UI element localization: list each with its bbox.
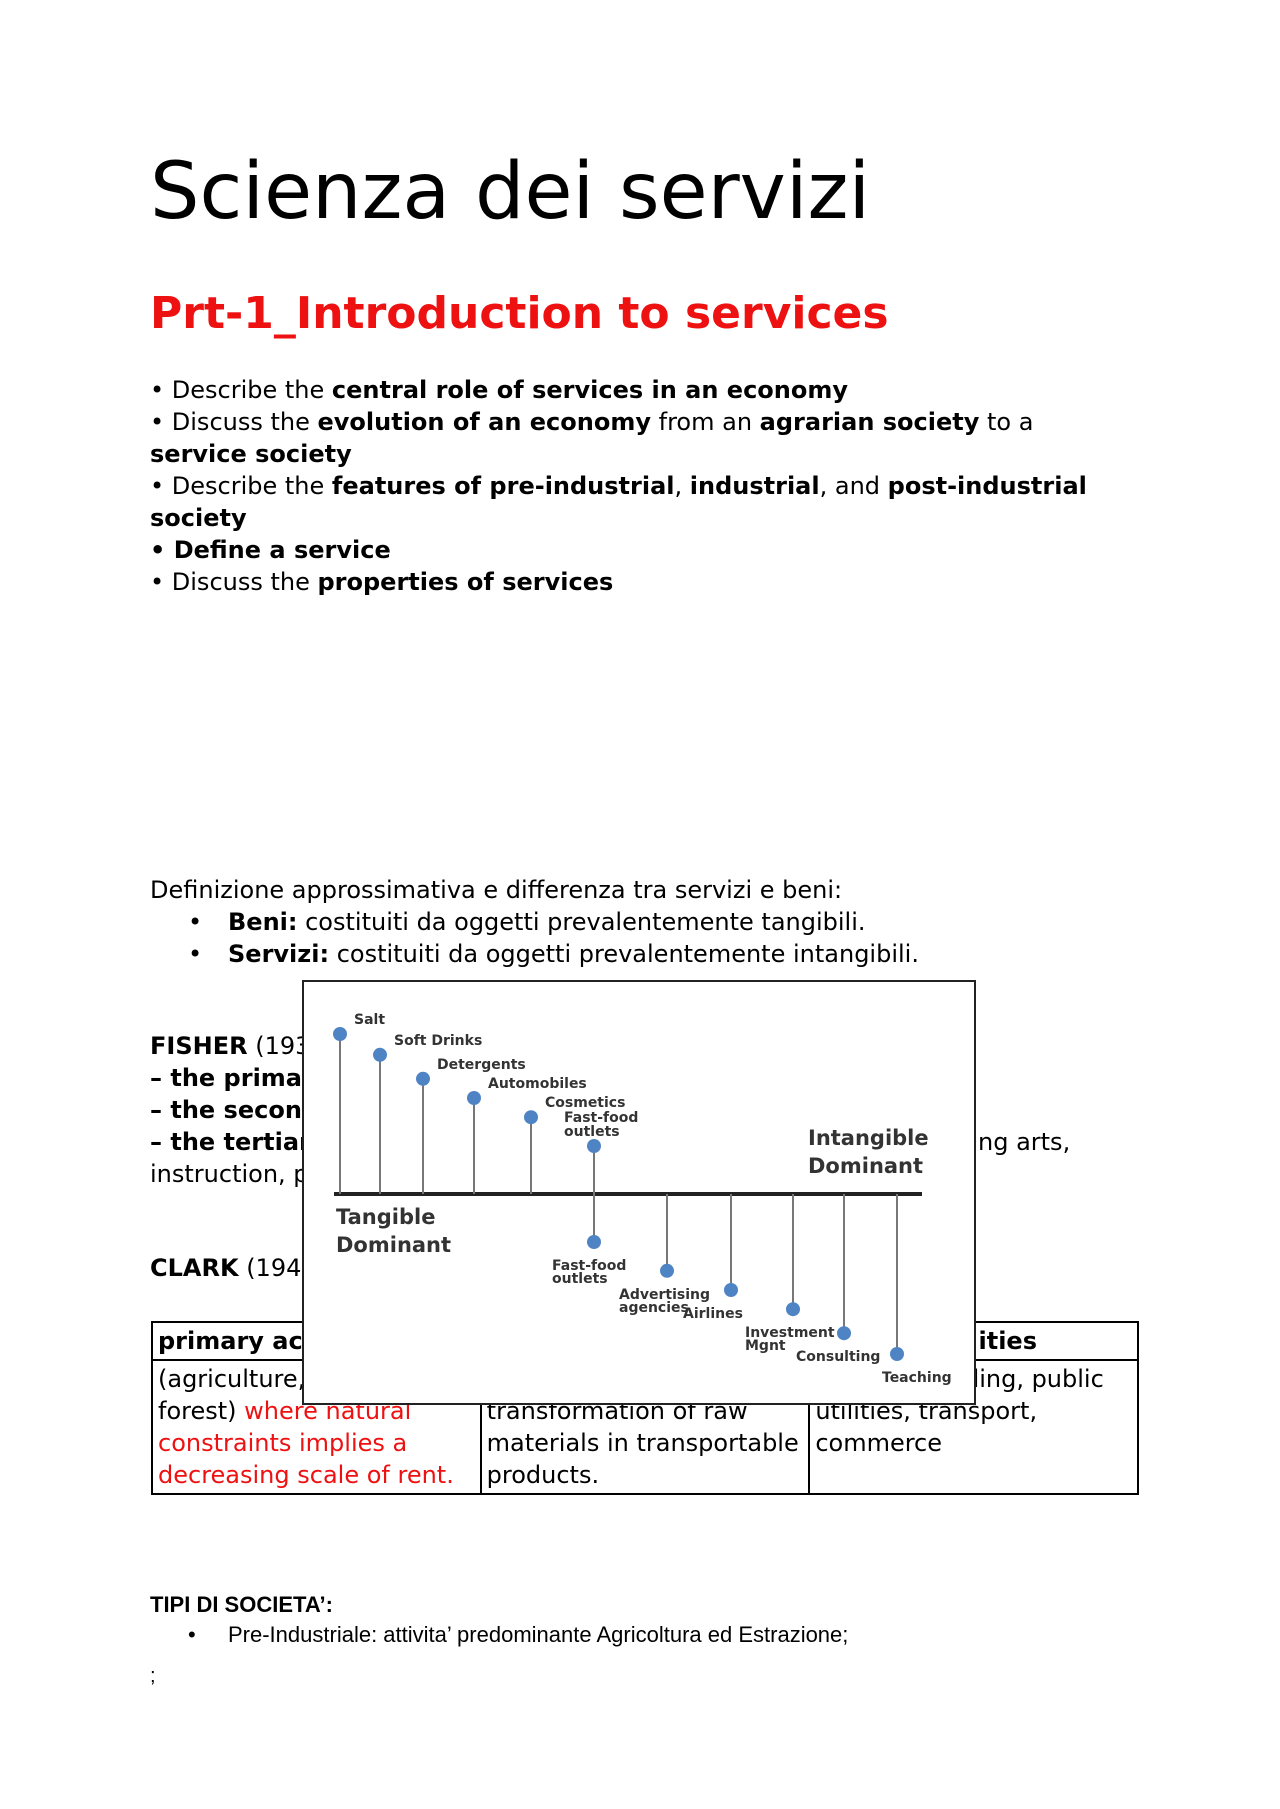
page-title: Scienza dei servizi [150,147,871,237]
intangible-item-label: Investment [745,1325,835,1341]
intangible-item-label: Consulting [796,1349,880,1365]
tangible-item-label: Salt [354,1012,385,1028]
learning-goals: • Describe the central role of services … [150,374,1090,598]
tangible-dot [333,1027,347,1041]
goods-services-continuum-figure: Tangible Dominant Intangible Dominant Sa… [302,980,976,1405]
tangible-label-line1: Tangible [336,1205,435,1229]
intangible-item-label: Teaching [882,1370,952,1386]
goal-line: • Define a service [150,536,391,564]
intangible-item-label: Mgnt [745,1338,786,1354]
goal-line: • Discuss the properties of services [150,568,614,596]
intangible-item-label: Airlines [683,1306,743,1322]
continuum-chart: Tangible Dominant Intangible Dominant Sa… [333,1012,952,1386]
tangible-item-label: Cosmetics [545,1095,625,1111]
intangible-item-label: outlets [552,1271,608,1287]
definitions-list: Beni: costituiti da oggetti prevalenteme… [150,906,919,970]
list-item: Beni: costituiti da oggetti prevalenteme… [150,906,919,938]
clark-paragraph: CLARK (194 [150,1254,302,1282]
tangible-label-line2: Dominant [336,1233,451,1257]
society-types: TIPI DI SOCIETA’: Pre-Industriale: attiv… [150,1590,848,1650]
intangible-label-line2: Dominant [808,1154,923,1178]
tangible-item-label: Soft Drinks [394,1033,482,1049]
intangible-dot [890,1347,904,1361]
intangible-dot [660,1263,674,1278]
intangible-item-label: agencies [619,1300,689,1316]
intangible-dot [724,1283,738,1297]
list-item: Servizi: costituiti da oggetti prevalent… [150,938,919,970]
intangible-dot [786,1302,800,1317]
goal-line: • Discuss the evolution of an economy fr… [150,408,1034,436]
definitions-block: Definizione approssimativa e differenza … [150,874,919,970]
tangible-item-label: Automobiles [488,1076,587,1092]
section-title: Prt-1_Introduction to services [150,288,889,339]
tangible-dot [467,1091,481,1105]
tangible-item-label: Detergents [437,1057,526,1073]
tangible-dot [373,1047,387,1062]
list-item: Pre-Industriale: attivita’ predominante … [150,1620,848,1650]
stray-semicolon: ; [150,1665,156,1687]
tangible-dot [587,1139,601,1153]
tangible-dot [524,1110,538,1125]
fisher-paragraph: FISHER (193 – the prima – the second – t… [150,1032,1071,1188]
goal-line: service society [150,440,352,468]
tangible-item-label: outlets [564,1124,620,1140]
intangible-item-label: Fast-food [552,1258,626,1274]
intangible-dot [837,1326,851,1341]
goal-line: • Describe the features of pre-industria… [150,472,1087,500]
tangible-dot [416,1071,430,1086]
intangible-dot [587,1235,601,1249]
society-types-heading: TIPI DI SOCIETA’: [150,1592,333,1617]
definitions-intro: Definizione approssimativa e differenza … [150,876,843,904]
goal-line: • Describe the central role of services … [150,376,849,404]
tangible-item-label: Fast-food [564,1110,638,1126]
intangible-item-label: Advertising [619,1287,710,1303]
goal-line: society [150,504,247,532]
intangible-label-line1: Intangible [808,1126,929,1150]
